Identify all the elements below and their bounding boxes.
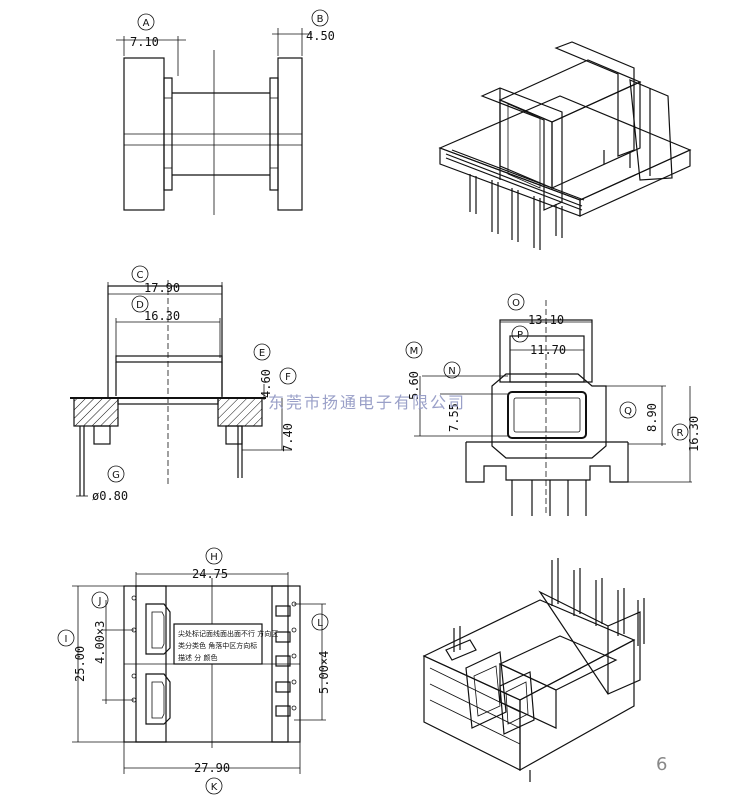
dim-Q: 8.90	[645, 403, 659, 432]
dim-L: 5.00×4	[317, 651, 331, 694]
dim-F: 7.40	[281, 423, 295, 452]
marker-I: I	[57, 629, 75, 647]
page-number: 6	[656, 754, 667, 775]
svg-text:C: C	[137, 270, 144, 281]
dim-G: ø0.80	[92, 489, 128, 503]
svg-text:G: G	[112, 470, 120, 481]
marker-R: R	[671, 423, 689, 441]
side-view-right	[414, 300, 692, 516]
marker-H: H	[205, 547, 223, 565]
section-view-left	[70, 280, 292, 497]
dim-E: 4.60	[259, 369, 273, 398]
svg-text:I: I	[65, 634, 68, 645]
svg-text:L: L	[317, 618, 323, 629]
marker-O: O	[507, 293, 525, 311]
marker-Q: Q	[619, 401, 637, 419]
marker-N: N	[443, 361, 461, 379]
dim-M: 5.60	[407, 371, 421, 400]
svg-text:N: N	[448, 366, 455, 377]
dim-D: 16.30	[144, 309, 180, 323]
marker-D: D	[131, 295, 149, 313]
dim-I: 25.00	[73, 646, 87, 682]
svg-text:R: R	[677, 428, 684, 439]
svg-text:M: M	[410, 346, 419, 357]
svg-text:P: P	[517, 330, 523, 341]
marker-A: A	[137, 13, 155, 31]
svg-text:K: K	[211, 782, 218, 793]
svg-text:J: J	[98, 596, 102, 607]
svg-text:D: D	[136, 300, 144, 311]
label-box-line1: 尖处标记面线面出面不行 方向区	[178, 629, 278, 638]
marker-P: P	[511, 325, 529, 343]
bottom-view-left	[72, 572, 326, 774]
view-front-top-left	[116, 28, 312, 215]
isometric-view-top	[438, 41, 692, 250]
dim-H: 24.75	[192, 567, 228, 581]
dim-B: 4.50	[306, 29, 335, 43]
svg-text:H: H	[210, 552, 218, 563]
marker-F: F	[279, 367, 297, 385]
marker-L: L	[311, 613, 329, 631]
marker-G: G	[107, 465, 125, 483]
svg-text:F: F	[285, 372, 291, 383]
svg-text:A: A	[143, 18, 150, 29]
dim-J: 4.00×3	[93, 621, 107, 664]
svg-text:E: E	[259, 348, 265, 359]
dim-K: 27.90	[194, 761, 230, 775]
dim-N: 7.55	[447, 403, 461, 432]
svg-text:Q: Q	[624, 406, 632, 417]
label-box-line3: 描述 分 颜色	[178, 653, 217, 662]
dim-O: 13.10	[528, 313, 564, 327]
svg-text:B: B	[317, 14, 324, 25]
dim-P: 11.70	[530, 343, 566, 357]
marker-K: K	[205, 777, 223, 795]
marker-C: C	[131, 265, 149, 283]
marker-E: E	[253, 343, 271, 361]
dim-R: 16.30	[687, 416, 701, 452]
dim-C: 17.90	[144, 281, 180, 295]
marker-J: J	[91, 591, 109, 609]
svg-text:O: O	[512, 298, 520, 309]
label-box-line2: 类分类色 角落中区方向标	[178, 641, 257, 650]
marker-B: B	[311, 9, 329, 27]
watermark-company-name: 东莞市扬通电子有限公司	[268, 393, 466, 412]
isometric-view-bottom	[422, 558, 645, 782]
dim-A: 7.10	[130, 35, 159, 49]
marker-M: M	[405, 341, 423, 359]
